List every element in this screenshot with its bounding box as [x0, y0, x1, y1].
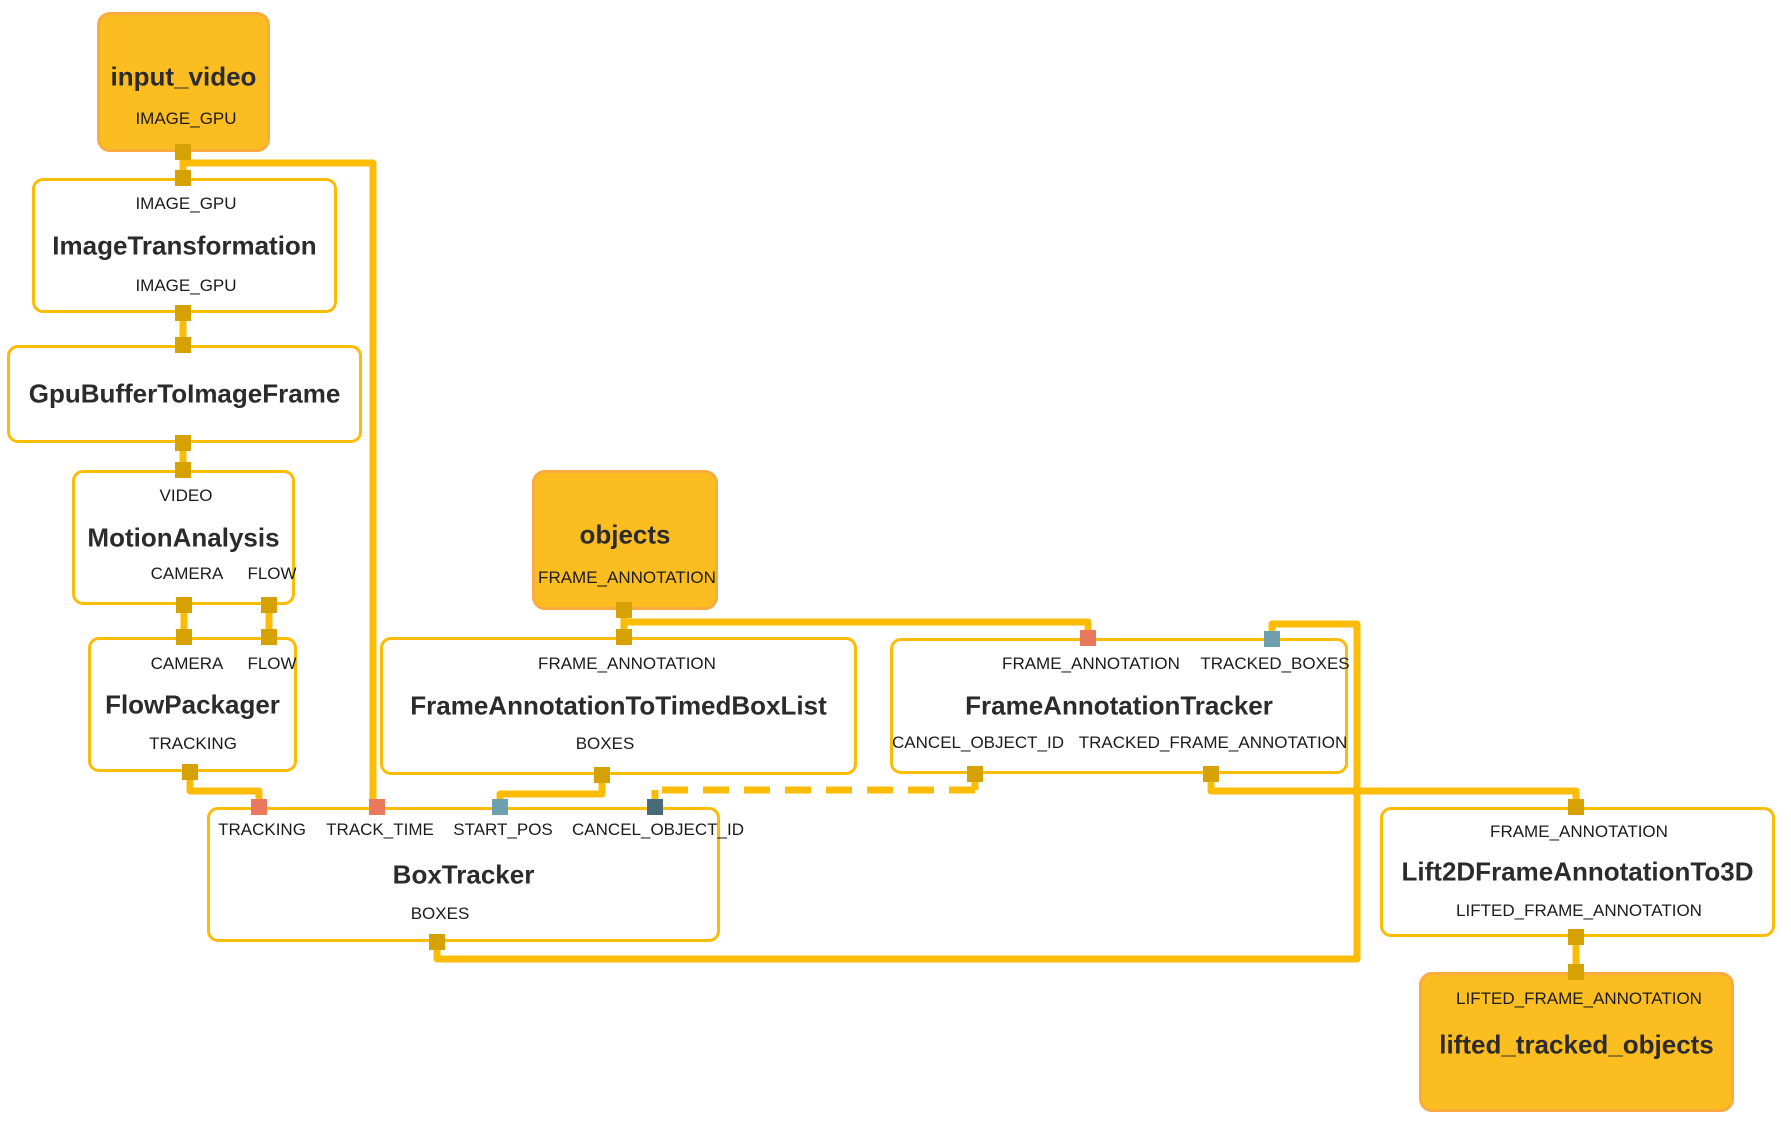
port-gpu-buffer-in	[175, 337, 191, 353]
port-tracker-frame-annotation-in	[1080, 630, 1096, 646]
node-title: input_video	[110, 61, 257, 92]
input-label-cancel-object-id: CANCEL_OBJECT_ID	[572, 820, 744, 839]
output-label-boxes: BOXES	[410, 904, 470, 923]
port-flow-packager-flow-in	[261, 629, 277, 645]
output-label-lifted-frame-annotation: LIFTED_FRAME_ANNOTATION	[1456, 901, 1702, 920]
input-label-tracking: TRACKING	[218, 820, 306, 839]
node-frame-annotation-to-timed-box-list[interactable]: FRAME_ANNOTATION FrameAnnotationToTimedB…	[380, 637, 857, 775]
port-image-transformation-image-gpu-out	[175, 305, 191, 321]
node-input-video[interactable]: input_video IMAGE_GPU	[97, 12, 270, 152]
input-label-image-gpu: IMAGE_GPU	[135, 194, 237, 213]
node-title: MotionAnalysis	[87, 522, 280, 552]
edge-objects-to-frame-annotation-tracker	[620, 616, 1092, 636]
node-title: lifted_tracked_objects	[1439, 1029, 1714, 1060]
input-label-frame-annotation: FRAME_ANNOTATION	[1490, 822, 1668, 841]
input-label-flow: FLOW	[247, 654, 297, 673]
output-label-tracking: TRACKING	[149, 734, 237, 753]
node-box-tracker[interactable]: TRACKING TRACK_TIME START_POS CANCEL_OBJ…	[207, 807, 744, 942]
input-label-frame-annotation: FRAME_ANNOTATION	[1002, 654, 1180, 673]
output-label-cancel-object-id: CANCEL_OBJECT_ID	[892, 733, 1064, 752]
output-label-image-gpu: IMAGE_GPU	[135, 109, 237, 128]
node-lifted-tracked-objects[interactable]: LIFTED_FRAME_ANNOTATION lifted_tracked_o…	[1419, 972, 1734, 1112]
node-title: GpuBufferToImageFrame	[28, 378, 341, 409]
port-timed-box-list-frame-annotation-in	[616, 629, 632, 645]
node-title: FlowPackager	[105, 689, 280, 719]
node-title: objects	[579, 519, 671, 550]
edge-tracked-frame-annotation-to-lift2d	[1207, 772, 1580, 805]
node-title: ImageTransformation	[52, 230, 317, 260]
port-motion-analysis-camera-out	[176, 597, 192, 613]
port-lift2d-lifted-frame-annotation-out	[1568, 929, 1584, 945]
node-frame-annotation-tracker[interactable]: FRAME_ANNOTATION TRACKED_BOXES FrameAnno…	[890, 638, 1350, 774]
port-input-video-image-gpu-out	[175, 144, 191, 160]
input-label-video: VIDEO	[159, 486, 213, 505]
port-image-transformation-image-gpu-in	[175, 170, 191, 186]
port-box-tracker-cancel-object-id-in	[647, 799, 663, 815]
node-objects[interactable]: objects FRAME_ANNOTATION	[532, 470, 718, 610]
port-box-tracker-track-time-in	[369, 799, 385, 815]
input-label-start-pos: START_POS	[453, 820, 553, 839]
node-image-transformation[interactable]: IMAGE_GPU ImageTransformation IMAGE_GPU	[32, 178, 337, 313]
port-tracker-tracked-frame-annotation-out	[1203, 766, 1219, 782]
input-label-camera: CAMERA	[150, 654, 224, 673]
output-label-image-gpu: IMAGE_GPU	[135, 276, 237, 295]
node-motion-analysis[interactable]: VIDEO MotionAnalysis CAMERA FLOW	[72, 470, 297, 605]
edge-boxes-to-box-tracker-start-pos	[496, 773, 606, 805]
port-box-tracker-boxes-out	[429, 934, 445, 950]
node-gpu-buffer-to-image-frame[interactable]: GpuBufferToImageFrame	[7, 345, 362, 443]
output-label-flow: FLOW	[247, 564, 297, 583]
port-objects-frame-annotation-out	[616, 602, 632, 618]
port-lifted-tracked-objects-in	[1568, 964, 1584, 980]
port-box-tracker-tracking-in	[251, 799, 267, 815]
node-title: FrameAnnotationToTimedBoxList	[410, 690, 827, 721]
input-label-track-time: TRACK_TIME	[326, 820, 434, 839]
node-title: FrameAnnotationTracker	[965, 690, 1273, 721]
port-tracker-tracked-boxes-in	[1264, 631, 1280, 647]
port-tracker-cancel-object-id-out	[967, 766, 983, 782]
port-motion-analysis-video-in	[175, 462, 191, 478]
port-flow-packager-camera-in	[176, 629, 192, 645]
node-lift-2d-frame-annotation-to-3d[interactable]: FRAME_ANNOTATION Lift2DFrameAnnotationTo…	[1380, 807, 1775, 937]
port-box-tracker-start-pos-in	[492, 799, 508, 815]
port-timed-box-list-boxes-out	[594, 767, 610, 783]
input-label-lifted-frame-annotation: LIFTED_FRAME_ANNOTATION	[1456, 989, 1702, 1008]
output-label-camera: CAMERA	[150, 564, 224, 583]
node-title: BoxTracker	[392, 859, 535, 889]
input-label-tracked-boxes: TRACKED_BOXES	[1200, 654, 1350, 673]
port-motion-analysis-flow-out	[261, 597, 277, 613]
input-label-frame-annotation: FRAME_ANNOTATION	[538, 654, 716, 673]
port-lift2d-frame-annotation-in	[1568, 799, 1584, 815]
output-label-tracked-frame-annotation: TRACKED_FRAME_ANNOTATION	[1078, 733, 1348, 752]
output-label-frame-annotation: FRAME_ANNOTATION	[538, 568, 716, 587]
edge-flow-packager-tracking-to-box-tracker	[186, 770, 263, 805]
port-gpu-buffer-out	[175, 435, 191, 451]
node-flow-packager[interactable]: CAMERA FLOW FlowPackager TRACKING	[88, 637, 297, 772]
output-label-boxes: BOXES	[575, 734, 635, 753]
port-flow-packager-tracking-out	[182, 764, 198, 780]
node-title: Lift2DFrameAnnotationTo3D	[1401, 856, 1754, 887]
